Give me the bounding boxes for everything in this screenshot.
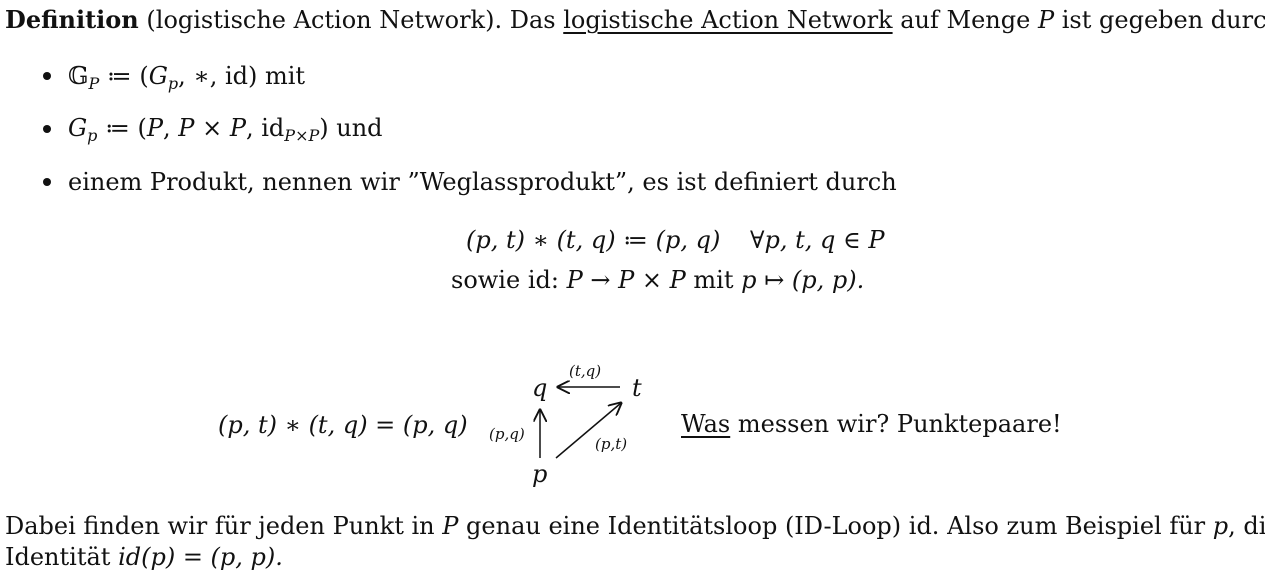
bullet-2-assign: ≔ (	[105, 114, 147, 142]
definition-term: logistische Action Network	[563, 6, 893, 34]
bullet-dot-3	[43, 178, 51, 186]
definition-line: Definition (logistische Action Network).…	[5, 5, 1265, 34]
diagram-question-word: Was	[681, 410, 731, 438]
arrow-p-to-t	[555, 403, 621, 459]
bullet-2-tail: und	[336, 114, 383, 142]
definition-set-symbol: P	[1037, 6, 1055, 34]
closing-line-2-b: id(p) = (p, p).	[118, 543, 283, 571]
bullet-dot-1	[43, 72, 51, 80]
bullet-2-comma1: ,	[163, 114, 171, 142]
definition-paren: (logistische Action Network).	[146, 6, 503, 34]
diagram-label-pq: (p,q)	[489, 425, 525, 443]
closing-line-1-b: genau eine Identitätsloop (ID-Loop) id. …	[466, 512, 1206, 540]
formula-line-2-word: sowie	[451, 266, 521, 294]
bullet-1-g: Gp	[148, 62, 179, 93]
bullet-2-p1: P	[146, 114, 164, 142]
formula-line-2-mit: mit	[693, 266, 734, 294]
closing-line-2-a: Identität	[5, 543, 111, 571]
diagram-question: Was messen wir? Punktepaare!	[681, 412, 1062, 436]
diagram-question-rest: messen wir? Punktepaare!	[737, 410, 1062, 438]
closing-line-1: Dabei finden wir für jeden Punkt in P ge…	[5, 514, 1265, 538]
bullet-2-close: )	[319, 114, 329, 142]
formula-line-2-map: P → P × P	[566, 266, 686, 294]
definition-label: Definition	[5, 5, 139, 34]
bullet-2-lhs: Gp	[68, 114, 98, 145]
bullet-1-tail: mit	[265, 62, 306, 90]
diagram-node-q: q	[532, 374, 548, 402]
closing-line-1-P: P	[442, 512, 459, 540]
diagram-node-t: t	[632, 374, 642, 402]
closing-line-1-c: , die	[1228, 512, 1265, 540]
bullet-2-p3: P	[229, 114, 246, 142]
formula-line-2-id: id:	[527, 266, 559, 294]
bullet-1: 𝔾P ≔ (Gp, ∗, id) mit	[68, 62, 306, 93]
formula-line-1-expr: (p, t) ∗ (t, q) ≔ (p, q)	[466, 226, 721, 254]
bullet-2-comma2: , id	[246, 114, 285, 142]
bullet-1-lhs: 𝔾P	[68, 62, 100, 93]
bullet-2-id-sub: P×P	[284, 126, 320, 145]
definition-text-after-1: auf Menge	[900, 6, 1031, 34]
bullet-2: Gp ≔ (P, P × P, idP×P) und	[68, 114, 383, 145]
closing-line-2: Identität id(p) = (p, p).	[5, 545, 283, 569]
formula-line-2-rule: p ↦ (p, p).	[741, 266, 865, 294]
diagram-equation: (p, t) ∗ (t, q) = (p, q)	[218, 411, 468, 439]
formula-line-1: (p, t) ∗ (t, q) ≔ (p, q) ∀p, t, q ∈ P	[466, 228, 885, 252]
diagram-node-p: p	[532, 460, 548, 488]
definition-text-before: Das	[509, 6, 556, 34]
bullet-3: einem Produkt, nennen wir ”Weglassproduk…	[68, 168, 897, 196]
formula-line-1-quant: ∀p, t, q ∈ P	[749, 226, 885, 254]
closing-line-1-p: p	[1212, 512, 1229, 540]
definition-text-after-2: ist gegeben durch	[1061, 6, 1265, 34]
formula-line-2: sowie id: P → P × P mit p ↦ (p, p).	[451, 268, 864, 292]
bullet-1-assign: ≔ (	[106, 62, 149, 90]
bullet-2-times: ×	[202, 114, 223, 142]
closing-line-1-a: Dabei finden wir für jeden Punkt in	[5, 512, 435, 540]
bullet-1-rest: , ∗, id)	[178, 62, 258, 90]
diagram-label-pt: (p,t)	[595, 435, 628, 453]
bullet-2-p2: P	[178, 114, 195, 142]
diagram-label-tq: (t,q)	[569, 362, 602, 380]
bullet-dot-2	[43, 125, 51, 133]
